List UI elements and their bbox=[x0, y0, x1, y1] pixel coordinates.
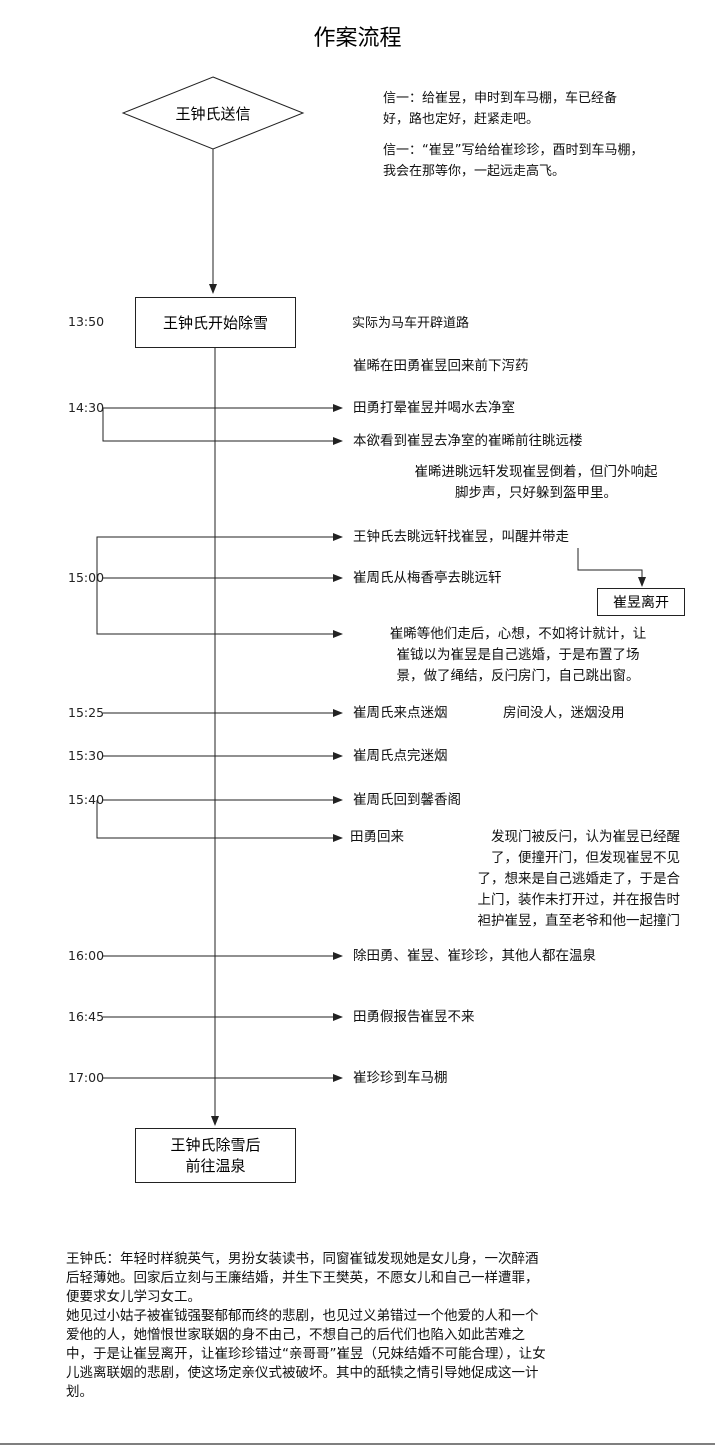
event-1525: 崔周氏来点迷烟 bbox=[353, 705, 448, 721]
event-1700: 崔珍珍到车马棚 bbox=[353, 1070, 448, 1086]
arrow-to-leave bbox=[577, 548, 646, 587]
event-1430a: 田勇打晕崔昱并喝水去净室 bbox=[353, 400, 515, 416]
arrow-1500a bbox=[96, 533, 343, 578]
time-1500: 15:00 bbox=[68, 570, 105, 585]
time-1530: 15:30 bbox=[68, 748, 105, 763]
event-1530: 崔周氏点完迷烟 bbox=[353, 748, 448, 764]
event-1540a: 崔周氏回到馨香阁 bbox=[353, 792, 461, 808]
arrow-1430b bbox=[102, 408, 343, 445]
note-cui-xi-poison: 崔晞在田勇崔昱回来前下泻药 bbox=[353, 358, 529, 374]
event-1540b-label: 田勇回来 bbox=[350, 829, 404, 845]
event-1500c: 崔晞等他们走后，心想，不如将计就计，让 崔钺以为崔昱是自己逃婚，于是布置了场 景… bbox=[389, 626, 647, 684]
event-1500a: 王钟氏去眺远轩找崔昱，叫醒并带走 bbox=[353, 529, 569, 545]
arrow-1500c bbox=[96, 578, 343, 638]
note-actual-purpose: 实际为马车开辟道路 bbox=[352, 316, 470, 331]
time-1645: 16:45 bbox=[68, 1009, 105, 1024]
bottom-description: 王钟氏：年轻时样貌英气，男扮女装读书，同窗崔钺发现她是女儿身，一次醉酒 后轻薄她… bbox=[66, 1250, 706, 1402]
time-1430: 14:30 bbox=[68, 400, 105, 415]
event-1540b-text: 发现门被反闩，认为崔昱已经醒 了，便撞开门，但发现崔昱不见 了，想来是自己逃婚走… bbox=[477, 829, 681, 929]
arrow-1540b bbox=[96, 800, 343, 842]
page-title: 作案流程 bbox=[313, 26, 402, 51]
box-end: 王钟氏除雪后 前往温泉 bbox=[135, 1128, 296, 1183]
time-1600: 16:00 bbox=[68, 948, 105, 963]
event-1500b: 崔周氏从梅香亭去眺远轩 bbox=[353, 570, 502, 586]
event-1600: 除田勇、崔昱、崔珍珍，其他人都在温泉 bbox=[353, 948, 596, 964]
event-1430b: 本欲看到崔昱去净室的崔晞前往眺远楼 bbox=[353, 433, 583, 449]
bottom-para-2: 她见过小姑子被崔钺强娶郁郁而终的悲剧，也见过义弟错过一个他爱的人和一个 爱他的人… bbox=[66, 1308, 546, 1400]
time-1700: 17:00 bbox=[68, 1070, 105, 1085]
bottom-para-1: 王钟氏：年轻时样貌英气，男扮女装读书，同窗崔钺发现她是女儿身，一次醉酒 后轻薄她… bbox=[66, 1251, 539, 1305]
letter-two: 信一：“崔昱”写给给崔珍珍，酉时到车马棚， 我会在那等你，一起远走高飞。 bbox=[383, 143, 644, 179]
box-cui-yu-leave: 崔昱离开 bbox=[597, 588, 685, 616]
event-1525-note: 房间没人，迷烟没用 bbox=[503, 705, 625, 721]
time-1540: 15:40 bbox=[68, 792, 105, 807]
time-1525: 15:25 bbox=[68, 705, 105, 720]
time-1350: 13:50 bbox=[68, 314, 105, 329]
letter-one: 信一：给崔昱，申时到车马棚，车已经备 好，路也定好，赶紧走吧。 bbox=[383, 91, 618, 127]
note-cui-xi-enter: 崔晞进眺远轩发现崔昱倒着，但门外响起 脚步声，只好躲到盔甲里。 bbox=[414, 464, 658, 501]
event-1645: 田勇假报告崔昱不来 bbox=[353, 1009, 475, 1025]
start-diamond-label: 王钟氏送信 bbox=[175, 105, 251, 123]
box-start-snow: 王钟氏开始除雪 bbox=[135, 297, 296, 348]
